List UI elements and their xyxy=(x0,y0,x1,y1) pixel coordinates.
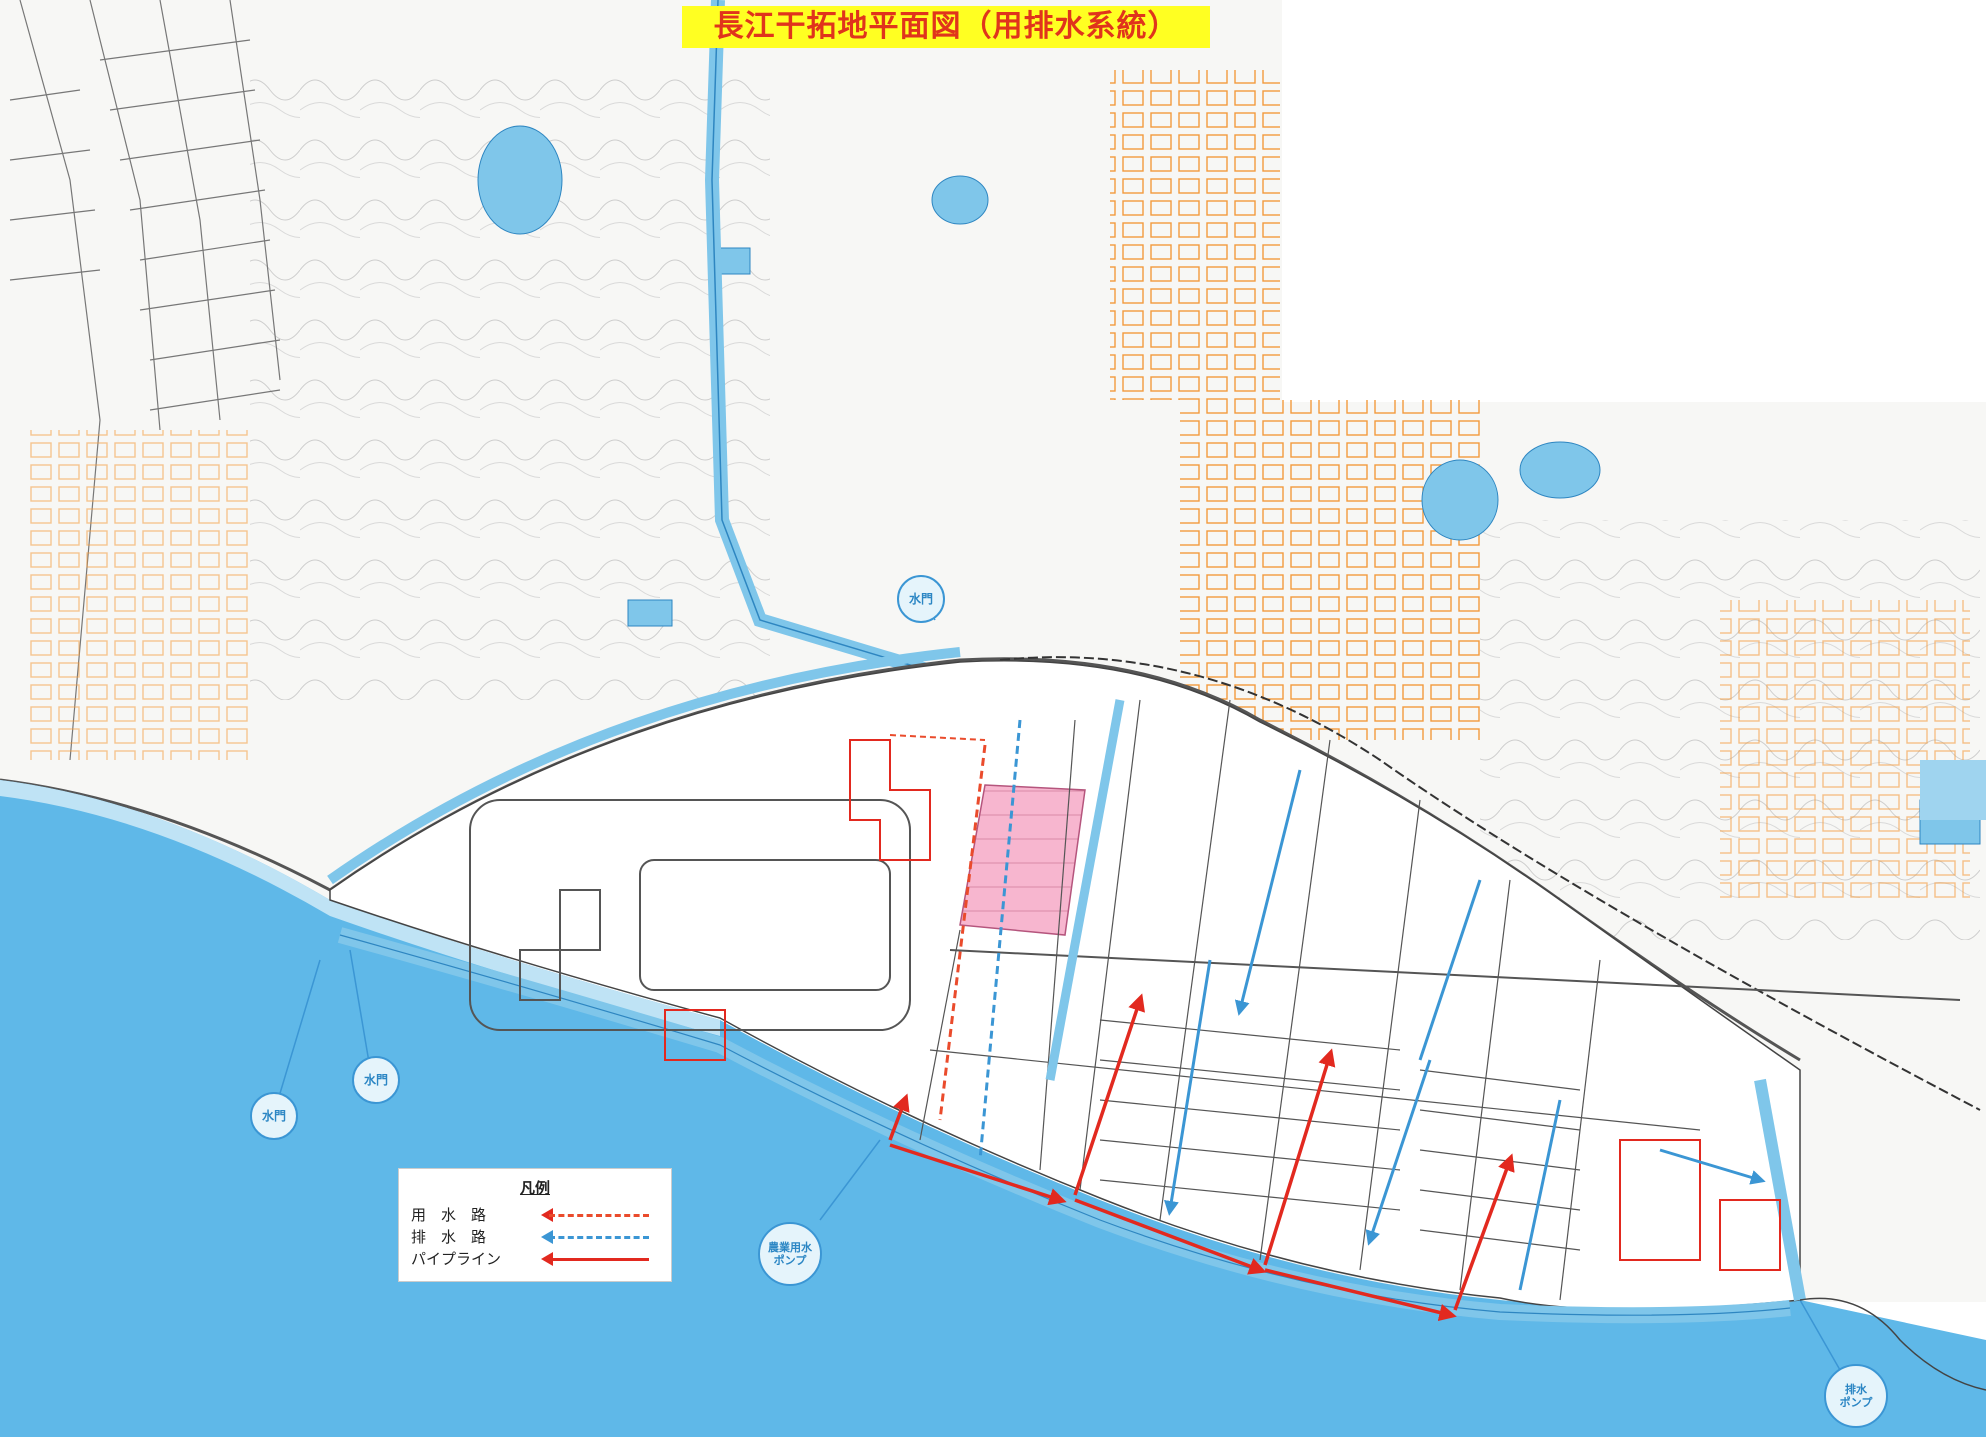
irrigation-channel xyxy=(938,744,987,1121)
legend-label: 用 水 路 xyxy=(411,1206,487,1224)
east-coast xyxy=(1799,1297,1986,1391)
legend-label: パイプライン xyxy=(411,1250,502,1268)
legend-heading: 凡例 xyxy=(519,1179,550,1197)
pond xyxy=(931,175,989,225)
legend-row-drainage: 排 水 路 xyxy=(411,1227,661,1247)
houses-district xyxy=(1720,600,1970,900)
blank-area xyxy=(1282,0,1986,402)
legend-line-swatch xyxy=(549,1236,649,1239)
callout-gate-west-2: 水門 xyxy=(352,1056,400,1104)
arrow-left-icon xyxy=(541,1230,553,1244)
inner-canal xyxy=(327,647,961,885)
houses-district xyxy=(30,430,250,760)
houses-district xyxy=(1110,70,1280,400)
park-area xyxy=(469,799,911,1031)
irrigation-channel xyxy=(889,734,986,741)
pipelines xyxy=(888,993,1515,1322)
houses-district xyxy=(1180,400,1480,740)
seawall-canal xyxy=(339,934,1791,1316)
legend-label: 排 水 路 xyxy=(411,1228,487,1246)
pond xyxy=(477,125,563,235)
arrow-left-icon xyxy=(541,1252,553,1266)
callout-gate-west-1: 水門 xyxy=(250,1092,298,1140)
callout-gate-north: 水門 xyxy=(897,575,945,623)
facility-outline xyxy=(664,739,1781,1271)
callout-gate-west-2-label: 水門 xyxy=(363,1072,388,1087)
west-field-strips xyxy=(9,0,281,761)
legend-row-pipeline: パイプライン xyxy=(411,1249,661,1269)
legend: 凡例 用 水 路 排 水 路 パイプライン xyxy=(398,1168,672,1282)
east-sea xyxy=(1920,760,1986,820)
field-grid xyxy=(919,699,1961,1301)
pond xyxy=(627,599,673,627)
legend-line-swatch xyxy=(549,1258,649,1261)
callout-irrigation-pump-label: 農業用水 ポンプ xyxy=(768,1241,812,1267)
drainage-channels xyxy=(978,699,1766,1291)
railway xyxy=(999,656,1981,1111)
legend-row-irrigation: 用 水 路 xyxy=(411,1205,661,1225)
sea-shallows xyxy=(0,780,720,1036)
callout-drainage-pump-label: 排水 ポンプ xyxy=(1839,1383,1873,1409)
pond xyxy=(1519,441,1601,499)
callout-gate-north-label: 水門 xyxy=(908,591,933,606)
arrow-left-icon xyxy=(541,1208,553,1222)
north-canal xyxy=(711,0,961,681)
legend-line-swatch xyxy=(549,1214,649,1217)
pond xyxy=(1421,459,1499,541)
map-title: 長江干拓地平面図（用排水系統） xyxy=(682,6,1210,48)
callout-gate-west-1-label: 水門 xyxy=(261,1108,286,1123)
callout-irrigation-pump: 農業用水 ポンプ xyxy=(758,1222,822,1286)
east-canal xyxy=(1754,1078,1806,1302)
callout-drainage-pump: 排水 ポンプ xyxy=(1824,1364,1888,1428)
